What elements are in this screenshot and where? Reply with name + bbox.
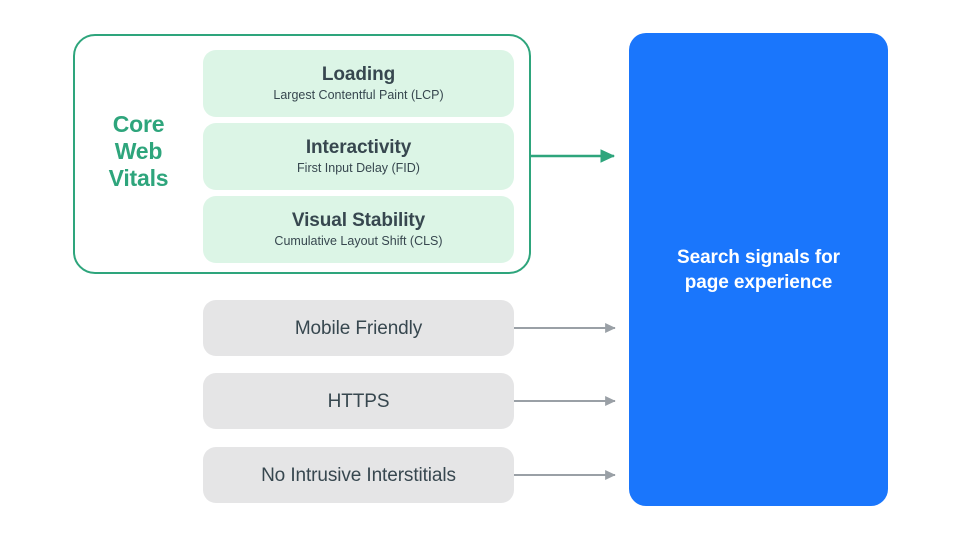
metric-subtitle: Largest Contentful Paint (LCP) (273, 88, 444, 102)
signal-title: HTTPS (327, 390, 390, 412)
metric-subtitle: Cumulative Layout Shift (CLS) (274, 234, 443, 248)
signal-card-mobile-friendly: Mobile Friendly (203, 300, 514, 356)
metric-subtitle: First Input Delay (FID) (297, 161, 420, 175)
signal-card-https: HTTPS (203, 373, 514, 429)
metric-title: Loading (321, 64, 396, 85)
metric-title: Interactivity (305, 137, 412, 158)
metric-card-loading: Loading Largest Contentful Paint (LCP) (203, 50, 514, 117)
core-web-vitals-group (73, 34, 531, 274)
core-web-vitals-label-line-2: Web (114, 138, 163, 164)
core-web-vitals-label-line-3: Vitals (108, 165, 169, 191)
metric-card-visual-stability: Visual Stability Cumulative Layout Shift… (203, 196, 514, 263)
core-web-vitals-label-line-1: Core (112, 111, 165, 137)
metric-title: Visual Stability (291, 210, 426, 231)
signal-title: Mobile Friendly (294, 317, 423, 339)
signal-title: No Intrusive Interstitials (261, 464, 456, 486)
outcome-panel-search-signals: Search signals for page experience (629, 33, 888, 506)
outcome-panel-text: Search signals for page experience (677, 246, 840, 293)
signal-card-no-intrusive-interstitials: No Intrusive Interstitials (203, 447, 514, 503)
core-web-vitals-label: Core Web Vitals (86, 111, 191, 192)
metric-card-interactivity: Interactivity First Input Delay (FID) (203, 123, 514, 190)
